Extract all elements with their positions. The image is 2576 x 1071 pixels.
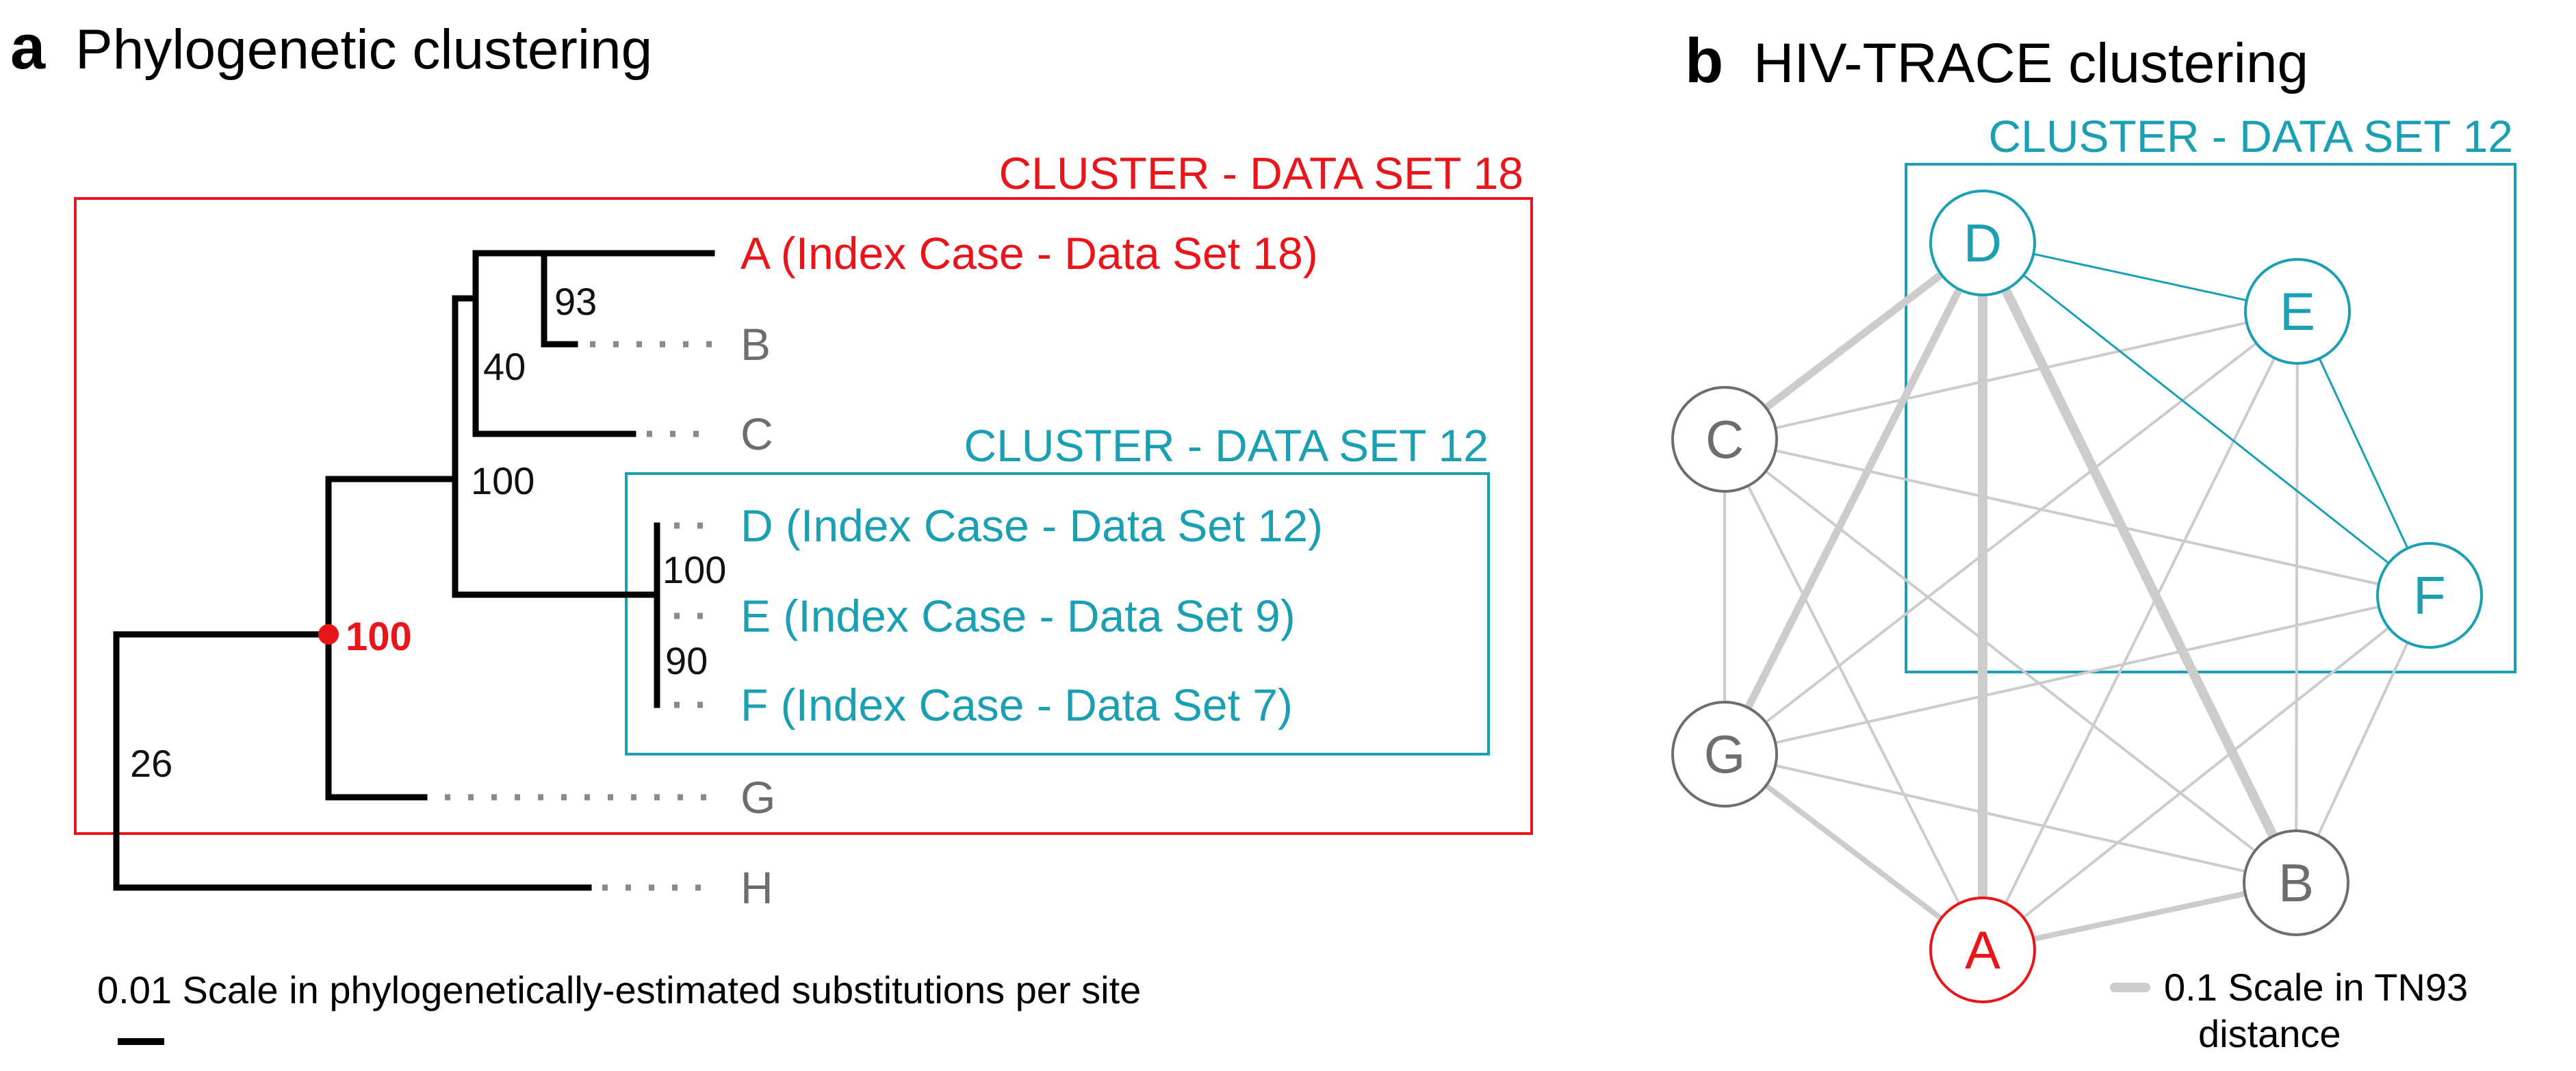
edge-c-e bbox=[1723, 310, 2299, 441]
edge-g-b bbox=[1723, 753, 2297, 884]
node-g: G bbox=[1671, 701, 1778, 808]
panel-b-title: HIV-TRACE clustering bbox=[1753, 32, 2308, 94]
support-abc: 40 bbox=[483, 345, 526, 388]
node-g-label: G bbox=[1704, 724, 1746, 784]
support-ef: 90 bbox=[665, 639, 708, 682]
edge-d-b bbox=[1978, 238, 2301, 888]
tip-label-a: A (Index Case - Data Set 18) bbox=[740, 228, 1318, 279]
panel-b-scale-label-line1: 0.1 Scale in TN93 bbox=[2164, 966, 2468, 1009]
tree-branches bbox=[113, 250, 715, 891]
network-cluster-box bbox=[1905, 163, 2516, 673]
panel-b: b HIV-TRACE clustering CLUSTER - DATA SE… bbox=[1671, 26, 2516, 1055]
node-e: E bbox=[2244, 258, 2351, 365]
network-cluster-label: CLUSTER - DATA SET 12 bbox=[1988, 111, 2513, 162]
node-c: C bbox=[1671, 386, 1778, 493]
support-def: 100 bbox=[662, 548, 726, 591]
node-d: D bbox=[1929, 190, 2036, 296]
tip-label-h: H bbox=[740, 862, 773, 913]
node-b-label: B bbox=[2278, 853, 2314, 913]
support-ab: 93 bbox=[554, 280, 597, 323]
edge-e-g bbox=[1723, 310, 2299, 756]
node-g-circle bbox=[1671, 701, 1778, 808]
tip-label-b: B bbox=[740, 319, 771, 370]
panel-a-title: Phylogenetic clustering bbox=[75, 18, 652, 81]
tip-label-c: C bbox=[740, 409, 773, 459]
edge-c-b bbox=[1723, 438, 2297, 884]
network-edges-gray bbox=[1721, 238, 2431, 955]
node-b: B bbox=[2243, 829, 2349, 936]
edge-d-e bbox=[1982, 242, 2298, 313]
panel-a: a Phylogenetic clustering CLUSTER - DATA… bbox=[10, 12, 1533, 1045]
edge-c-f bbox=[1723, 438, 2431, 597]
node-b-circle bbox=[2243, 829, 2349, 936]
tip-label-e: E (Index Case - Data Set 9) bbox=[740, 591, 1296, 641]
inner-cluster-box bbox=[625, 472, 1490, 756]
tip-dots bbox=[445, 341, 712, 891]
node-f-circle bbox=[2376, 542, 2483, 649]
tip-label-f: F (Index Case - Data Set 7) bbox=[740, 680, 1293, 730]
node-d-label: D bbox=[1963, 213, 2002, 273]
node-a: A bbox=[1929, 896, 2036, 1003]
node-d-circle bbox=[1929, 190, 2036, 296]
edge-d-f bbox=[1982, 242, 2430, 597]
tip-label-d: D (Index Case - Data Set 12) bbox=[740, 500, 1323, 551]
edge-d-c bbox=[1721, 239, 1987, 443]
edge-f-a bbox=[1981, 594, 2431, 951]
edge-g-a bbox=[1722, 751, 1985, 953]
edge-c-a bbox=[1723, 438, 1984, 951]
tip-label-g: G bbox=[740, 772, 775, 823]
node-c-label: C bbox=[1705, 409, 1744, 469]
support-abcdef: 100 bbox=[471, 459, 534, 502]
node-a-label: A bbox=[1965, 920, 2000, 980]
outer-cluster-label: CLUSTER - DATA SET 18 bbox=[999, 148, 1523, 198]
edge-d-g bbox=[1721, 239, 1987, 758]
panel-b-letter: b bbox=[1685, 26, 1723, 96]
edge-f-g bbox=[1723, 594, 2431, 756]
node-f: F bbox=[2376, 542, 2483, 649]
node-a-circle bbox=[1929, 896, 2036, 1003]
edge-e-b bbox=[2295, 310, 2299, 884]
panel-a-letter: a bbox=[10, 12, 46, 82]
edge-e-a bbox=[1981, 310, 2299, 951]
edge-a-b bbox=[1980, 880, 2299, 953]
node-f-label: F bbox=[2413, 565, 2446, 625]
support-root: 26 bbox=[130, 742, 172, 785]
node-e-label: E bbox=[2280, 281, 2315, 341]
node-e-circle bbox=[2244, 258, 2351, 365]
network-edges-teal bbox=[1982, 242, 2431, 597]
panel-a-scale-label: 0.01 Scale in phylogenetically-estimated… bbox=[97, 968, 1141, 1011]
node-c-circle bbox=[1671, 386, 1778, 493]
inner-cluster-label: CLUSTER - DATA SET 12 bbox=[964, 420, 1489, 471]
network-nodes: D E F C G A B bbox=[1671, 190, 2483, 1003]
root-clade-node-marker bbox=[318, 624, 339, 645]
support-root-clade: 100 bbox=[346, 615, 412, 659]
panel-b-scale-label-line2: distance bbox=[2198, 1012, 2341, 1055]
outer-cluster-box bbox=[74, 197, 1533, 835]
